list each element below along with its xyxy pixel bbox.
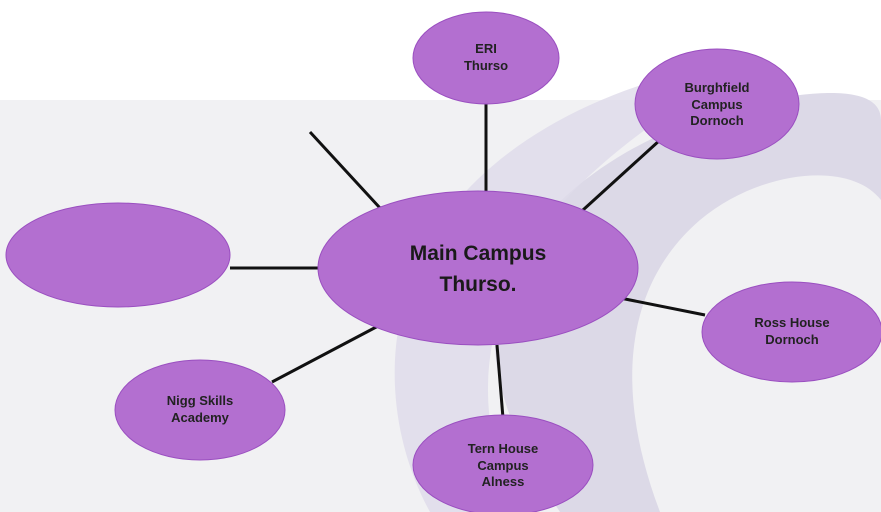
connector-dangling bbox=[308, 130, 382, 210]
node-eri bbox=[412, 11, 560, 105]
main-campus-label: Main Campus Thurso. bbox=[409, 241, 547, 297]
node-blank bbox=[5, 202, 231, 308]
eri-label: ERI Thurso bbox=[463, 41, 509, 73]
connector-ross-house bbox=[619, 296, 706, 317]
connector-nigg bbox=[271, 323, 381, 384]
node-nigg bbox=[114, 359, 286, 461]
node-burghfield bbox=[634, 48, 800, 160]
node-main-campus bbox=[317, 190, 639, 346]
node-ross-house bbox=[701, 281, 881, 383]
blank-node-label bbox=[10, 215, 226, 295]
node-tern-house bbox=[412, 414, 594, 512]
nigg-label: Nigg Skills Academy bbox=[166, 393, 234, 425]
tern-house-label: Tern House Campus Alness bbox=[467, 440, 539, 490]
connector-tern-house bbox=[495, 344, 505, 419]
burghfield-label: Burghfield Campus Dornoch bbox=[684, 79, 750, 129]
connector-burghfield bbox=[581, 138, 662, 212]
ross-house-label: Ross House Dornoch bbox=[754, 315, 830, 347]
